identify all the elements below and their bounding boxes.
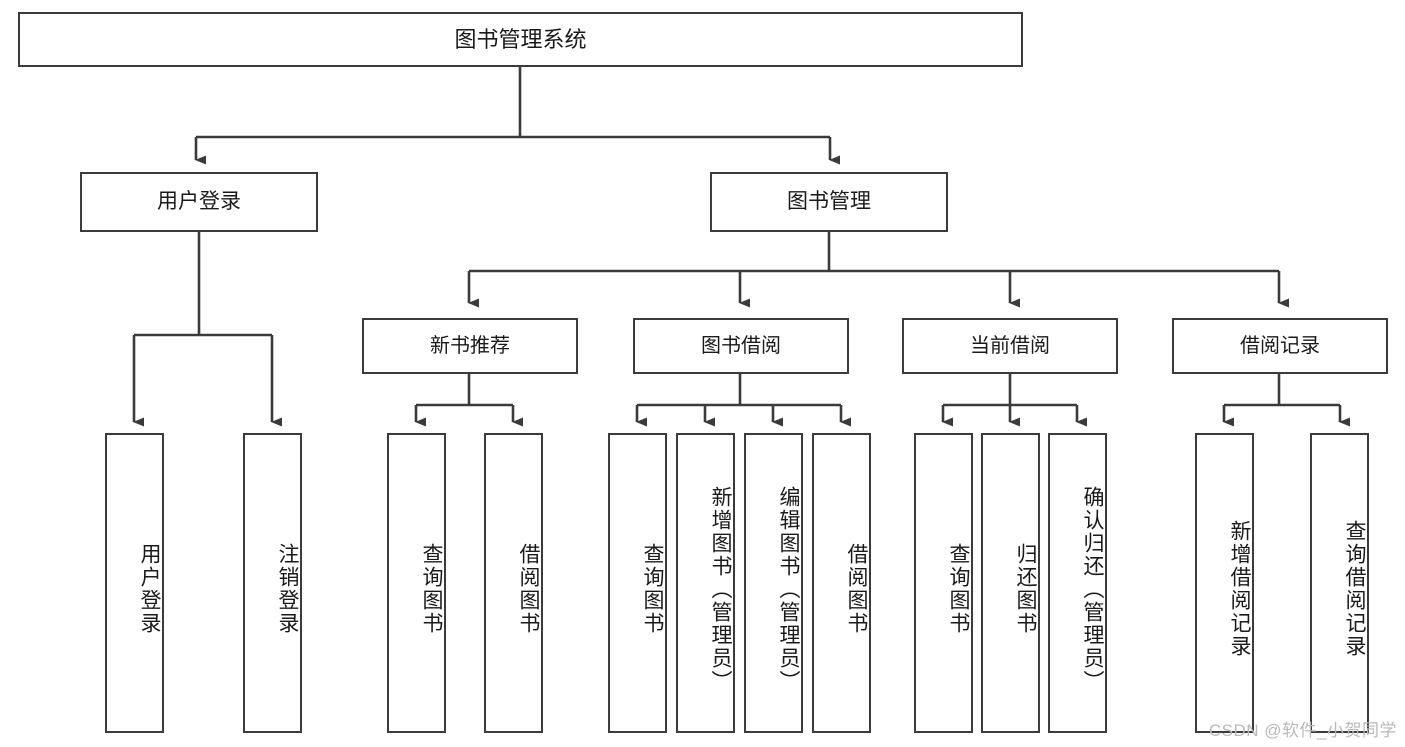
leaf-current-confirm-return-label: 确认归还（管理员）	[1081, 485, 1104, 693]
leaf-current-query-book[interactable]: 查询图书	[914, 433, 973, 733]
leaf-borrow-edit-book[interactable]: 编辑图书（管理员）	[744, 433, 803, 733]
node-book-management[interactable]: 图书管理	[710, 172, 948, 232]
leaf-borrow-add-book[interactable]: 新增图书（管理员）	[676, 433, 735, 733]
leaf-borrow-add-book-label: 新增图书（管理员）	[709, 485, 732, 693]
leaf-user-logout[interactable]: 注销登录	[243, 433, 302, 733]
node-borrow-record[interactable]: 借阅记录	[1172, 318, 1388, 374]
node-current-borrow[interactable]: 当前借阅	[902, 318, 1118, 374]
node-book-management-label: 图书管理	[787, 189, 871, 213]
leaf-borrow-query-book-label: 查询图书	[641, 543, 664, 635]
node-new-book-recommend[interactable]: 新书推荐	[362, 318, 578, 374]
leaf-user-login-label: 用户登录	[138, 543, 161, 635]
node-user-login[interactable]: 用户登录	[80, 172, 318, 232]
node-root-label: 图书管理系统	[454, 26, 587, 52]
node-root[interactable]: 图书管理系统	[18, 12, 1023, 67]
leaf-borrow-query-book[interactable]: 查询图书	[608, 433, 667, 733]
leaf-borrow-borrow-book[interactable]: 借阅图书	[812, 433, 871, 733]
node-current-borrow-label: 当前借阅	[970, 334, 1050, 357]
node-new-book-recommend-label: 新书推荐	[430, 334, 510, 357]
node-book-borrow[interactable]: 图书借阅	[633, 318, 849, 374]
leaf-record-add-label: 新增借阅记录	[1228, 520, 1251, 658]
leaf-user-login[interactable]: 用户登录	[105, 433, 164, 733]
leaf-borrow-borrow-book-label: 借阅图书	[845, 543, 868, 635]
leaf-recommend-borrow-book-label: 借阅图书	[517, 543, 540, 635]
leaf-recommend-borrow-book[interactable]: 借阅图书	[484, 433, 543, 733]
leaf-recommend-query-book[interactable]: 查询图书	[387, 433, 446, 733]
node-book-borrow-label: 图书借阅	[701, 334, 781, 357]
leaf-borrow-edit-book-label: 编辑图书（管理员）	[777, 485, 800, 693]
leaf-current-confirm-return[interactable]: 确认归还（管理员）	[1048, 433, 1107, 733]
leaf-current-return-book[interactable]: 归还图书	[981, 433, 1040, 733]
leaf-record-query[interactable]: 查询借阅记录	[1310, 433, 1369, 733]
leaf-current-query-book-label: 查询图书	[947, 543, 970, 635]
leaf-user-logout-label: 注销登录	[276, 543, 299, 635]
leaf-current-return-book-label: 归还图书	[1014, 543, 1037, 635]
watermark: CSDN @软件_小贺同学	[1208, 721, 1397, 740]
leaf-record-query-label: 查询借阅记录	[1343, 520, 1366, 658]
node-borrow-record-label: 借阅记录	[1240, 334, 1320, 357]
leaf-recommend-query-book-label: 查询图书	[420, 543, 443, 635]
leaf-record-add[interactable]: 新增借阅记录	[1195, 433, 1254, 733]
node-user-login-label: 用户登录	[157, 189, 241, 213]
